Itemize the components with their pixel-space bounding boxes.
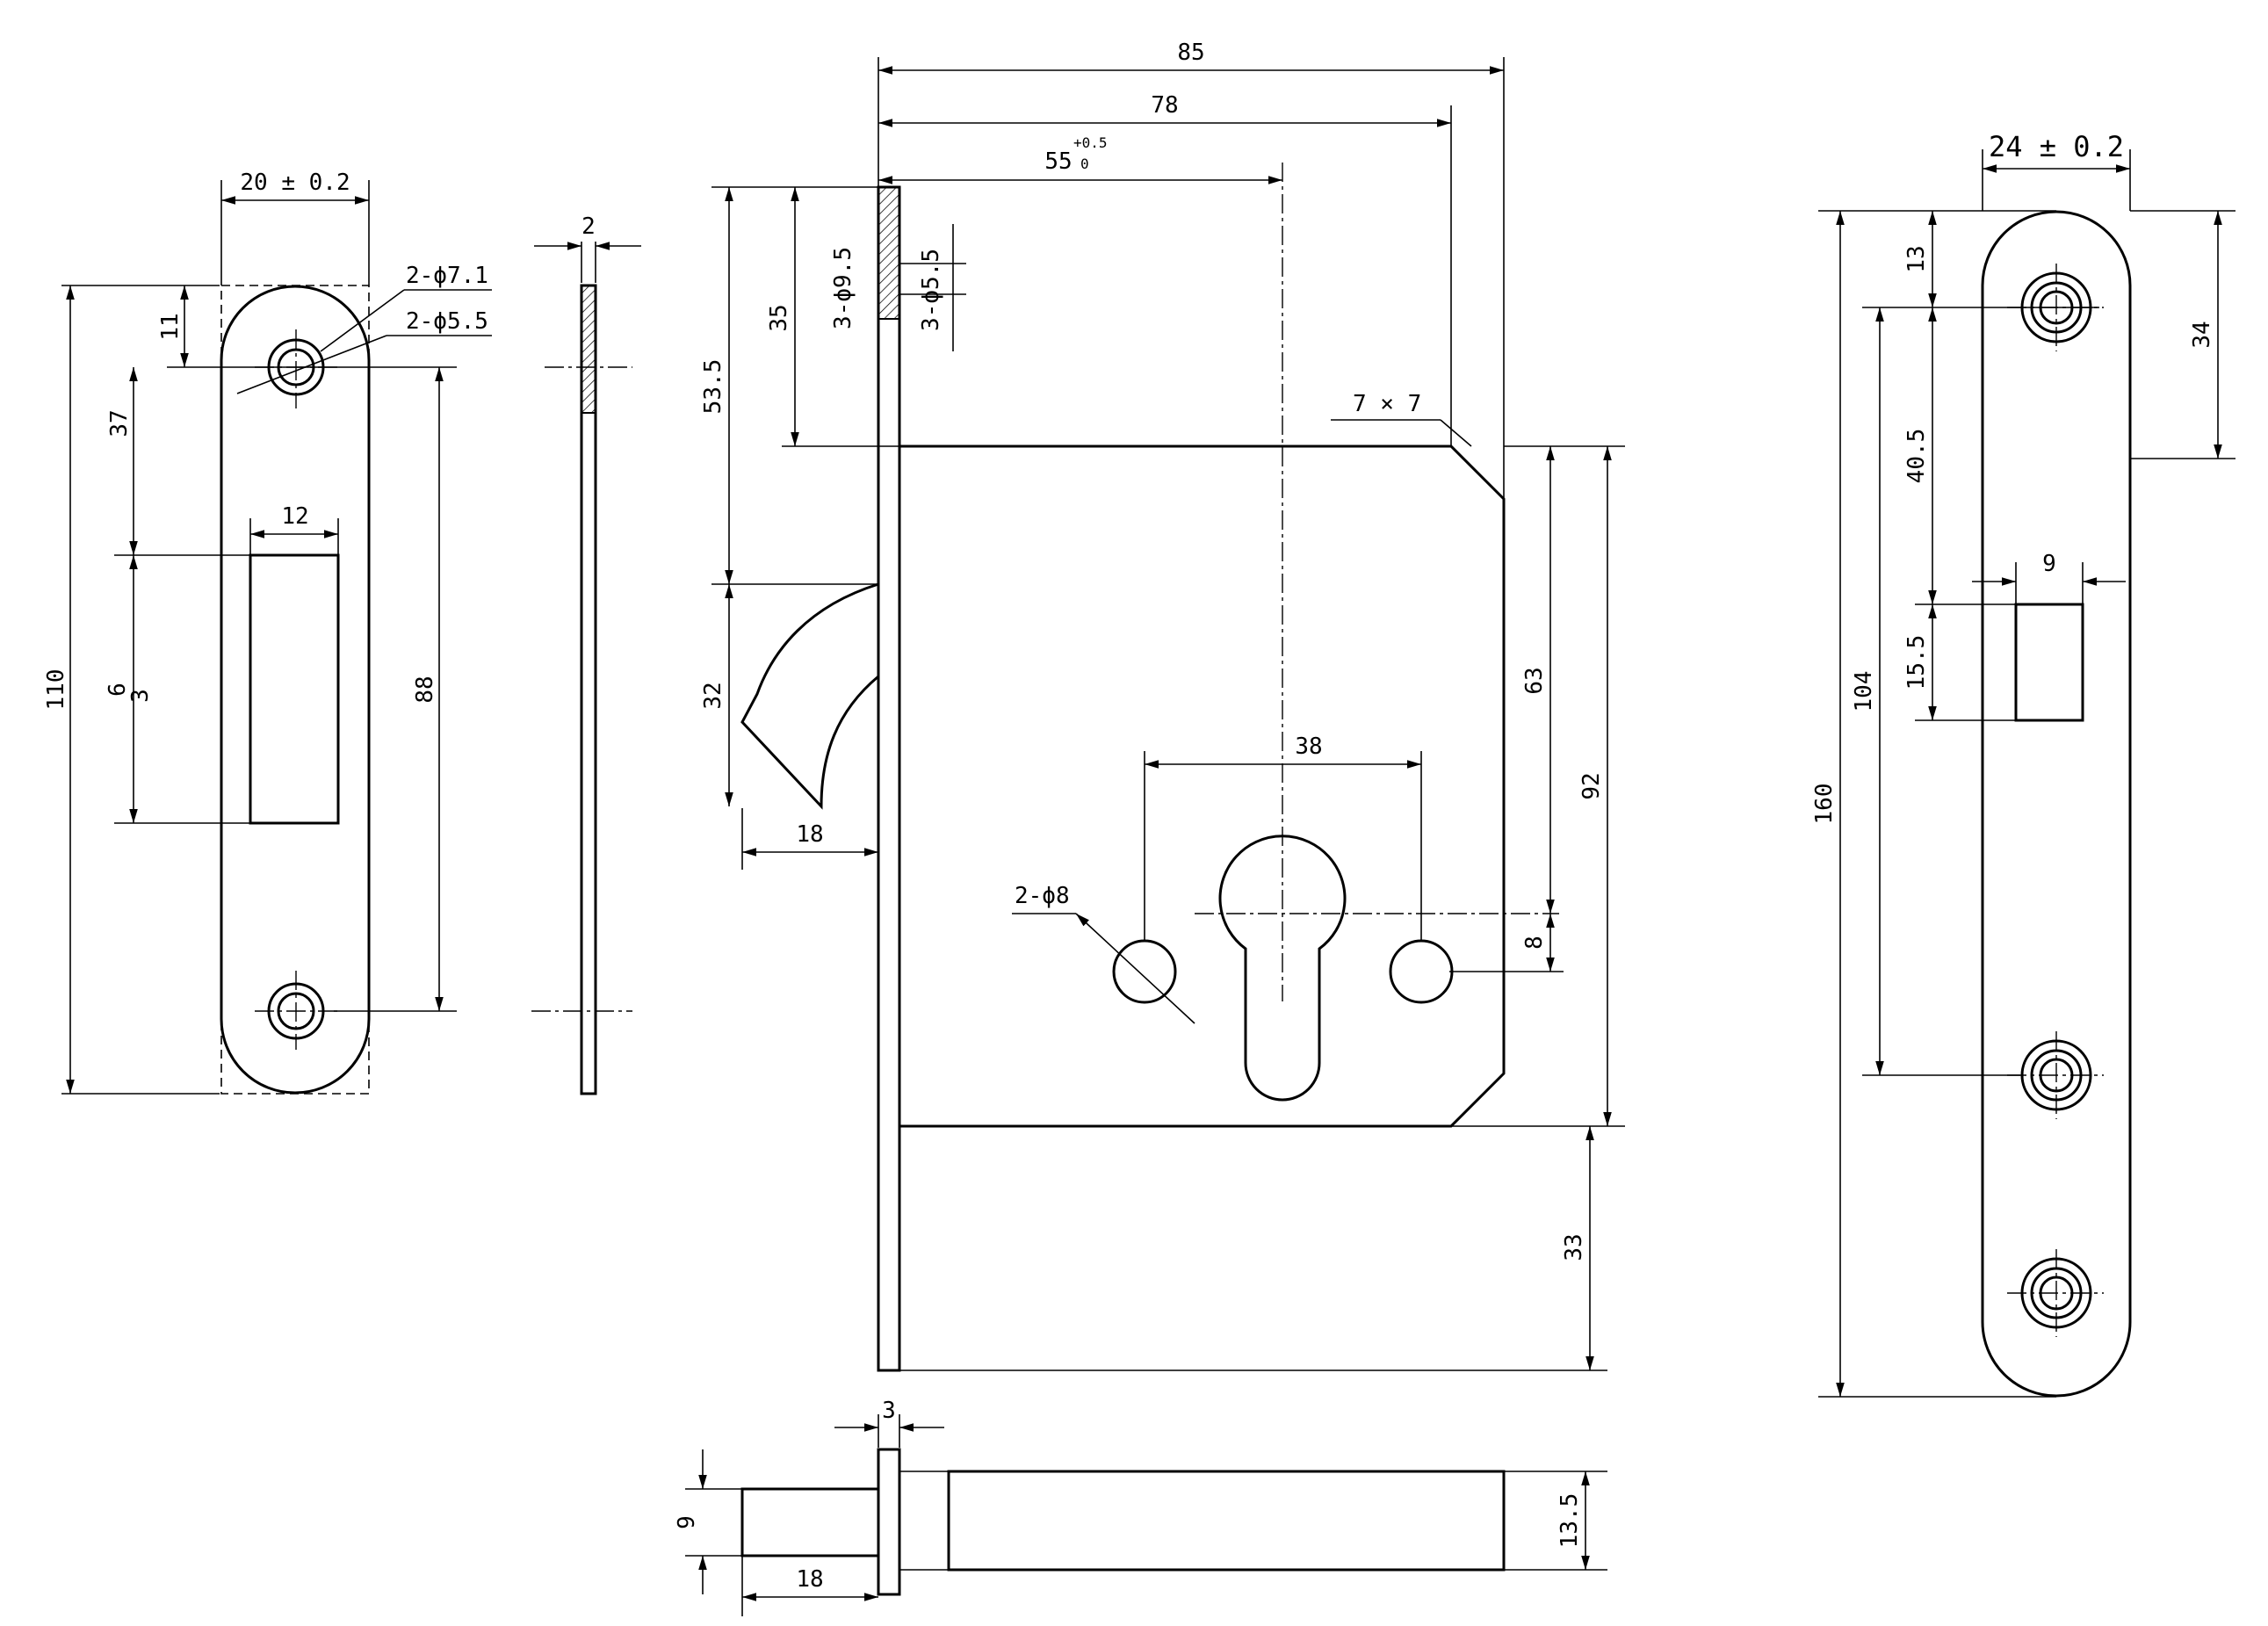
strike-plate [220,285,371,1095]
bottom-body [947,1470,1506,1572]
faceplate-top-offset-label: 13 [1903,245,1930,272]
case-to-cylinder-label: 63 [1521,667,1548,694]
cylinder-spacing-label: 38 [1295,734,1322,760]
lock-depth-case-label: 78 [1151,92,1178,119]
faceplate-front-view [1981,210,2132,1398]
bottom-view-dimensions: 3 9 18 13.5 [674,1398,1607,1616]
side-section-hatch [581,285,596,414]
faceplate-hook-slot [2014,603,2084,722]
bottom-bolt [740,1487,880,1557]
chamfer-callout: 7 × 7 [1353,391,1421,417]
lock-faceplate [877,185,901,1372]
faceplate-hole-to-slot-label: 40.5 [1903,429,1930,484]
side-section-view: 2 [531,213,641,1095]
lock-case [899,444,1506,1128]
strike-hole-to-slot-label: 37 [106,409,133,437]
lock-top-to-case-label: 53.5 [700,359,726,415]
faceplate-hole-inner-callout: 3-ϕ5.5 [918,249,944,331]
strike-slot-height-label: 6 [105,683,131,697]
cylinder-keyhole [1218,835,1347,1102]
faceplate-right-offset-label: 34 [2189,321,2215,348]
strike-hole-outer-callout: 2-ϕ7.1 [406,263,488,289]
lock-body [740,163,1607,1372]
lock-body-dimensions: 85 78 55 +0.5 0 53.5 35 3-ϕ9.5 3-ϕ5.5 7 … [700,40,1625,1370]
cylinder-offset-label: 8 [1521,936,1548,950]
strike-hole-inner-callout: 2-ϕ5.5 [406,308,488,335]
lock-backset-label: 55 [1044,148,1072,175]
mounting-hole-right [1389,939,1454,1004]
faceplate-width-label: 24 ± 0.2 [1989,130,2124,163]
faceplate-hole-spacing-label: 104 [1851,671,1877,712]
strike-plate-outline [220,285,371,1095]
lock-backset-tol-lower: 0 [1080,155,1089,172]
lock-top-to-case-inner-label: 35 [766,304,792,331]
faceplate-height-label: 160 [1811,784,1838,825]
faceplate-outline [1981,210,2132,1398]
strike-top-offset-label: 11 [157,313,184,340]
strike-slot-width-label: 12 [281,503,308,530]
faceplate-dimensions: 24 ± 0.2 160 13 34 40.5 9 15.5 104 [1811,130,2235,1398]
strike-height-label: 110 [43,669,69,711]
strike-hole-spacing-label: 88 [412,676,438,703]
bottom-extension-label: 33 [1561,1233,1587,1261]
hook-bolt [740,582,879,810]
bolt-height-label: 9 [674,1515,700,1529]
strike-plate-dimensions: 20 ± 0.2 110 11 37 6 3 12 88 2-ϕ7.1 [43,170,492,1095]
hook-projection-label: 18 [796,821,823,848]
faceplate-slot-width-label: 9 [2042,551,2056,577]
mounting-hole-left [1112,939,1177,1004]
strike-width-label: 20 ± 0.2 [240,170,350,196]
bottom-view [740,1448,1506,1596]
strike-slot [249,553,340,825]
hook-height-label: 32 [700,682,726,709]
faceplate-slot-height-label: 15.5 [1903,635,1930,690]
faceplate-hole-outer-callout: 3-ϕ9.5 [830,247,856,329]
bolt-projection-label: 18 [796,1566,823,1593]
lock-faceplate-hatch [878,186,900,320]
body-thickness-label: 13.5 [1557,1493,1583,1549]
case-height-label: 92 [1578,772,1605,799]
lock-backset-tol-upper: +0.5 [1073,134,1108,151]
strike-plate-bounding-box [220,285,370,1095]
bottom-faceplate [877,1448,901,1596]
bottom-faceplate-thickness-label: 3 [882,1398,896,1424]
side-thickness-label: 2 [581,213,596,240]
lock-depth-total-label: 85 [1177,40,1204,66]
mounting-holes-callout: 2-ϕ8 [1015,883,1070,909]
strike-slot-offset-label: 3 [127,689,154,703]
